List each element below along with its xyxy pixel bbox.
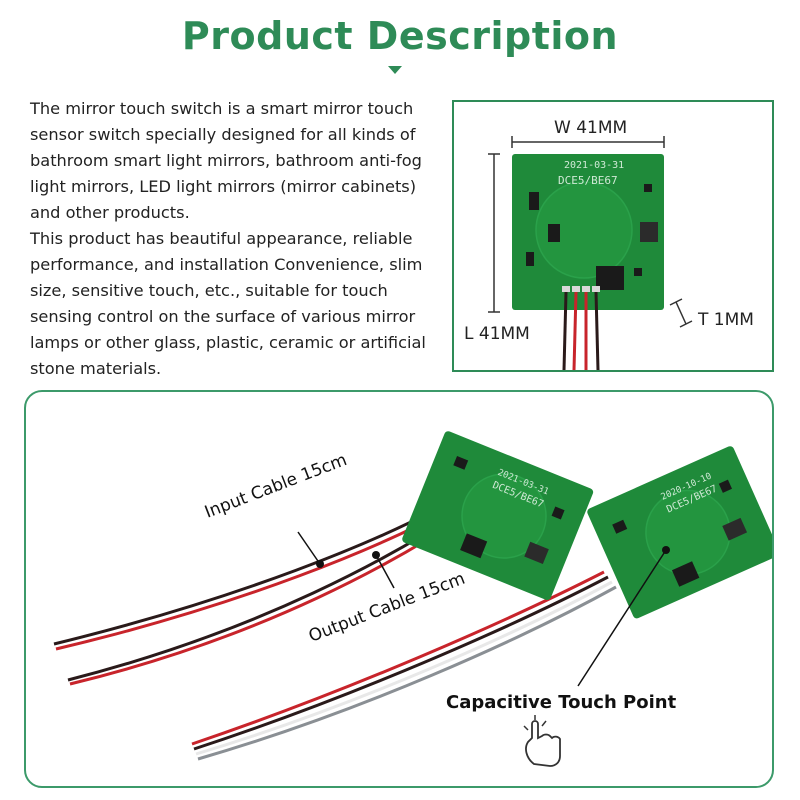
product-description: The mirror touch switch is a smart mirro… — [30, 96, 445, 382]
capacitive-touch-point-label: Capacitive Touch Point — [446, 692, 677, 713]
length-label: L 41MM — [464, 324, 530, 344]
width-label: W 41MM — [554, 118, 628, 138]
description-paragraph-2: This product has beautiful appearance, r… — [30, 229, 426, 378]
page-title: Product Description — [181, 14, 619, 58]
pointing-hand-icon — [523, 715, 561, 767]
dimension-diagram: 2021-03-31 DCE5/BE67 W 41MM L 41MM T 1MM — [452, 100, 774, 372]
board-model-text: DCE5/BE67 — [558, 174, 618, 187]
product-photo-panel: 2021-03-31 DCE5/BE67 2020-10-10 DCE5/BE6… — [24, 390, 774, 788]
product-photo-graphic: 2021-03-31 DCE5/BE67 2020-10-10 DCE5/BE6… — [53, 431, 772, 767]
dimension-diagram-graphic: 2021-03-31 DCE5/BE67 — [488, 136, 693, 370]
thickness-label: T 1MM — [698, 310, 754, 330]
description-paragraph-1: The mirror touch switch is a smart mirro… — [30, 99, 422, 222]
board-date-text: 2021-03-31 — [564, 160, 624, 171]
title-caret-icon — [388, 66, 402, 74]
